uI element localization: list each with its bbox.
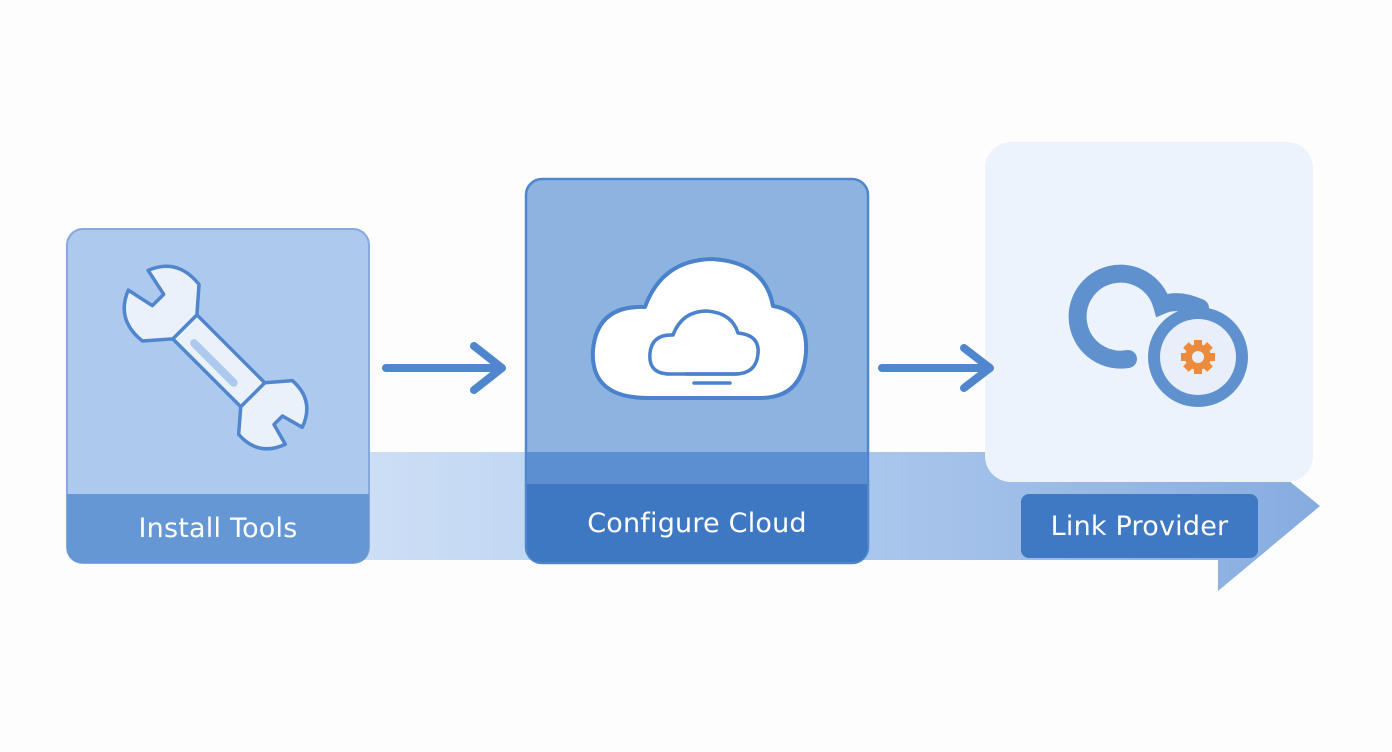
step-card-link-provider [985, 142, 1313, 482]
step-label-pill-link-provider [1021, 494, 1258, 558]
step-label-link-provider: Link Provider [1050, 510, 1229, 542]
connector-arrow-2 [878, 344, 994, 392]
connector-arrow-1 [382, 342, 506, 394]
step-label-install-tools: Install Tools [138, 513, 298, 544]
cloud-icon [590, 257, 809, 400]
step-label-configure-cloud: Configure Cloud [587, 507, 807, 539]
link-gear-icon [1068, 264, 1248, 407]
wrench-icon [122, 264, 309, 451]
